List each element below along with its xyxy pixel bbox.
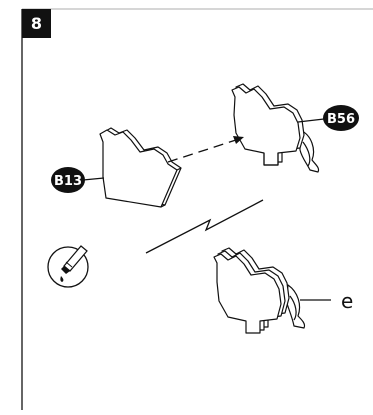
step-number-badge: 8 — [22, 9, 51, 38]
callout-e-label: e — [341, 289, 353, 313]
glue-tube-icon — [47, 245, 89, 288]
part-b13 — [99, 127, 182, 208]
label-b56-text: B56 — [327, 112, 355, 127]
label-b56: B56 — [323, 105, 359, 131]
label-b13-text: B13 — [54, 174, 82, 189]
leader-b13 — [82, 177, 105, 181]
assembly-arrow — [167, 136, 244, 163]
assembled-pieces — [213, 247, 306, 334]
leader-b56 — [297, 118, 325, 123]
section-divider — [145, 199, 264, 254]
label-b13: B13 — [51, 167, 85, 193]
part-b56 — [231, 83, 320, 173]
